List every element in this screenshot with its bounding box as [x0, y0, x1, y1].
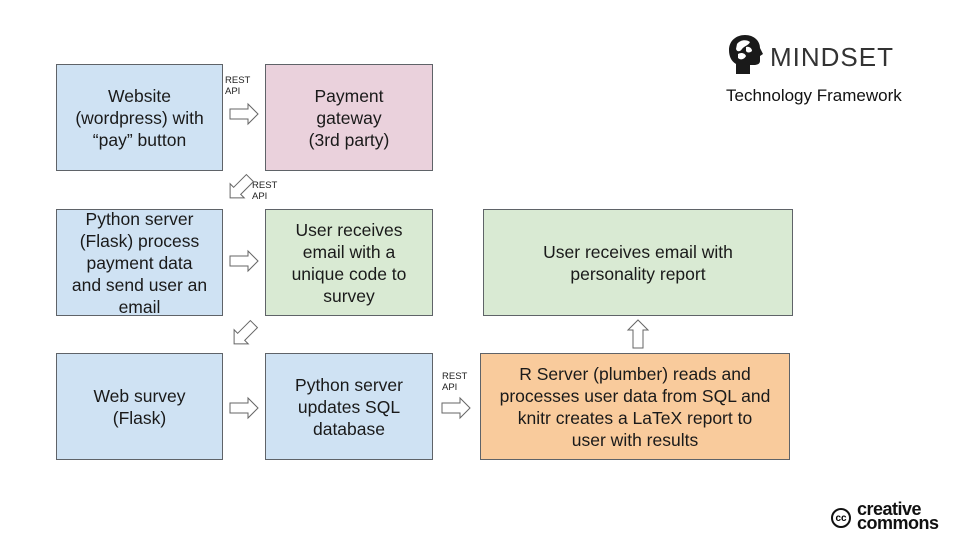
user-receives-code-box: User receives email with a unique code t…	[265, 209, 433, 316]
web-survey-box-text: Web survey (Flask)	[93, 385, 186, 428]
r-server-box-text: R Server (plumber) reads and processes u…	[499, 363, 771, 450]
arrow-python-to-email	[229, 249, 259, 273]
user-receives-code-box-text: User receives email with a unique code t…	[291, 219, 407, 306]
user-receives-report-box-text: User receives email with personality rep…	[543, 241, 733, 284]
rest-api-label-2: REST API	[252, 180, 278, 202]
brand-subtitle: Technology Framework	[726, 86, 902, 105]
website-box: Website (wordpress) with “pay” button	[56, 64, 223, 171]
rest-api-label-3: REST API	[442, 371, 468, 393]
python-sql-box-text: Python server updates SQL database	[295, 374, 403, 439]
head-profile-icon	[729, 35, 763, 74]
python-sql-box: Python server updates SQL database	[265, 353, 433, 460]
arrow-payment-to-python	[229, 173, 255, 199]
payment-gateway-box: Payment gateway (3rd party)	[265, 64, 433, 171]
creative-commons-logo: cc creative commons	[831, 499, 953, 535]
website-box-text: Website (wordpress) with “pay” button	[75, 85, 204, 150]
brand-name: MINDSET	[770, 42, 894, 72]
cc-text: creative commons	[857, 499, 939, 533]
python-server-flask-box: Python server (Flask) process payment da…	[56, 208, 223, 317]
arrow-website-to-payment	[229, 102, 259, 126]
arrow-email-to-survey	[233, 319, 259, 345]
payment-gateway-box-text: Payment gateway (3rd party)	[308, 85, 390, 150]
arrow-survey-to-sql	[229, 396, 259, 420]
arrow-sql-to-r-server	[441, 396, 471, 420]
cc-icon: cc	[831, 508, 851, 528]
arrow-r-server-to-report	[626, 319, 650, 349]
r-server-box: R Server (plumber) reads and processes u…	[480, 353, 790, 460]
user-receives-report-box: User receives email with personality rep…	[483, 209, 793, 316]
web-survey-box: Web survey (Flask)	[56, 353, 223, 460]
rest-api-label-1: REST API	[225, 75, 251, 97]
python-server-flask-box-text: Python server (Flask) process payment da…	[71, 208, 208, 317]
mindset-brand: MINDSET Technology Framework	[726, 34, 926, 105]
